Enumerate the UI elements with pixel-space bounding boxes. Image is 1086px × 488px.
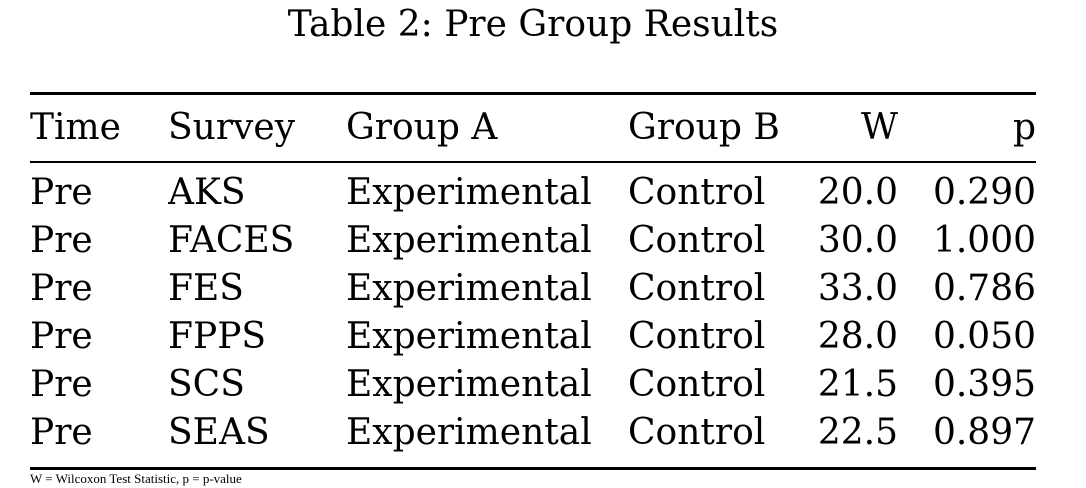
cell-w: 28.0	[817, 316, 898, 357]
cell-survey: FES	[168, 268, 244, 309]
header-time: Time	[30, 107, 121, 148]
cell-group-a: Experimental	[346, 220, 592, 261]
cell-group-a: Experimental	[346, 412, 592, 453]
bottom-rule	[30, 467, 1036, 470]
cell-w: 33.0	[817, 268, 898, 309]
header-w: W	[860, 107, 898, 148]
cell-w: 20.0	[817, 172, 898, 213]
header-row: Time Survey Group A Group B W p	[30, 95, 1036, 161]
table-footnote: W = Wilcoxon Test Statistic, p = p-value	[30, 471, 242, 486]
header-p: p	[1012, 107, 1036, 148]
table-row: Pre AKS Experimental Control 20.0 0.290	[30, 161, 1036, 217]
results-table: Time Survey Group A Group B W p Pre AKS …	[30, 95, 1036, 457]
cell-time: Pre	[30, 364, 93, 405]
cell-w: 22.5	[817, 412, 898, 453]
cell-p: 0.050	[932, 316, 1036, 357]
cell-time: Pre	[30, 172, 93, 213]
cell-p: 1.000	[932, 220, 1036, 261]
table-row: Pre FES Experimental Control 33.0 0.786	[30, 265, 1036, 313]
cell-group-a: Experimental	[346, 268, 592, 309]
cell-survey: FPPS	[168, 316, 267, 357]
cell-survey: AKS	[168, 172, 246, 213]
cell-p: 0.395	[932, 364, 1036, 405]
cell-group-b: Control	[628, 364, 766, 405]
cell-group-a: Experimental	[346, 364, 592, 405]
table-row: Pre SCS Experimental Control 21.5 0.395	[30, 361, 1036, 409]
cell-w: 21.5	[817, 364, 898, 405]
header-rule	[30, 161, 1036, 163]
cell-survey: SCS	[168, 364, 245, 405]
cell-group-b: Control	[628, 316, 766, 357]
table-row: Pre FACES Experimental Control 30.0 1.00…	[30, 217, 1036, 265]
cell-group-b: Control	[628, 412, 766, 453]
cell-group-b: Control	[628, 172, 766, 213]
cell-time: Pre	[30, 412, 93, 453]
cell-time: Pre	[30, 268, 93, 309]
header-group-b: Group B	[628, 107, 780, 148]
header-group-a: Group A	[346, 107, 498, 148]
cell-p: 0.786	[932, 268, 1036, 309]
top-rule	[30, 92, 1036, 95]
table-row: Pre FPPS Experimental Control 28.0 0.050	[30, 313, 1036, 361]
cell-time: Pre	[30, 316, 93, 357]
cell-p: 0.897	[932, 412, 1036, 453]
header-survey: Survey	[168, 107, 296, 148]
cell-p: 0.290	[932, 172, 1036, 213]
cell-time: Pre	[30, 220, 93, 261]
cell-group-b: Control	[628, 268, 766, 309]
table-caption: Table 2: Pre Group Results	[287, 4, 779, 45]
cell-w: 30.0	[817, 220, 898, 261]
cell-group-b: Control	[628, 220, 766, 261]
cell-survey: SEAS	[168, 412, 270, 453]
cell-group-a: Experimental	[346, 172, 592, 213]
table-row: Pre SEAS Experimental Control 22.5 0.897	[30, 409, 1036, 457]
cell-group-a: Experimental	[346, 316, 592, 357]
cell-survey: FACES	[168, 220, 295, 261]
